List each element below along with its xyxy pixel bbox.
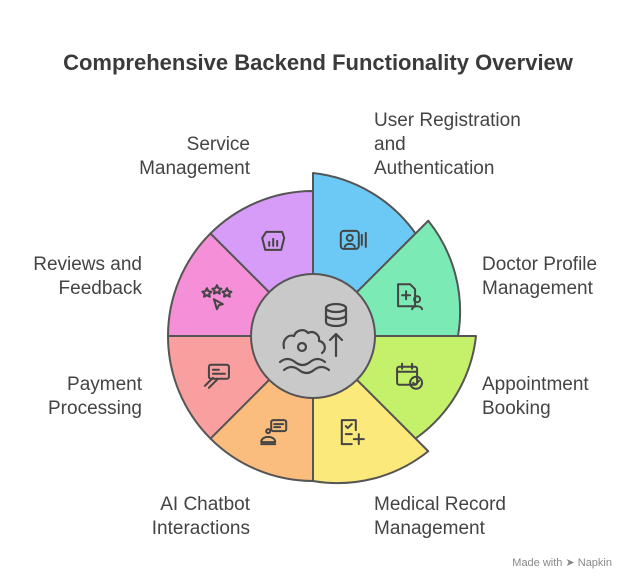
database-cloud-icon [278, 302, 348, 375]
napkin-credit: Made with ➤ Napkin [512, 557, 612, 569]
medical-profile-icon [397, 283, 424, 311]
medical-record-icon [340, 419, 365, 446]
rating-stars-icon [201, 284, 233, 311]
center-hub [250, 273, 376, 399]
payment-card-icon [203, 363, 230, 389]
user-id-card-icon [339, 229, 367, 250]
service-chart-icon [261, 230, 286, 251]
calendar-check-icon [396, 362, 424, 390]
chatbot-icon [260, 419, 288, 446]
diagram-title: Comprehensive Backend Functionality Over… [63, 50, 573, 75]
